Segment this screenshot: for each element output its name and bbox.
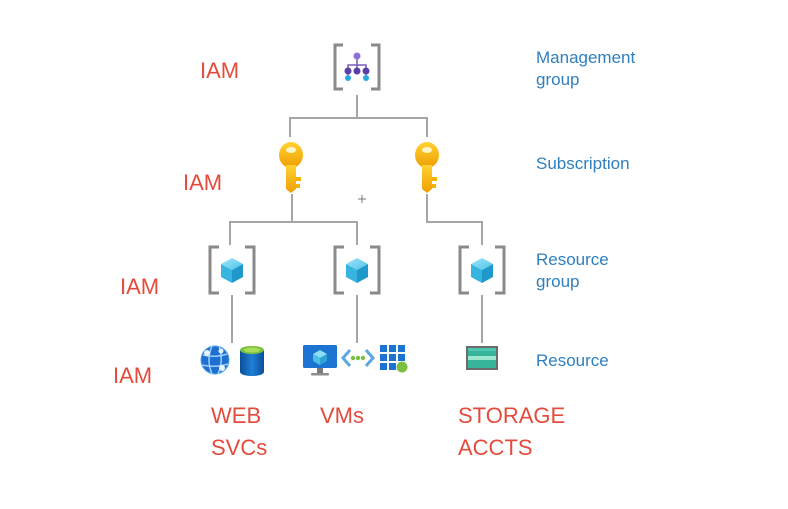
level-label-subscription: Subscription <box>536 154 630 173</box>
iam-label-subscription: IAM <box>183 170 223 195</box>
resource-group-icon-3 <box>458 245 506 295</box>
storage-account-icon <box>466 346 498 370</box>
level-label-resource-group-line2: group <box>536 272 580 291</box>
iam-label-resource-group: IAM <box>120 274 160 299</box>
category-vms: VMs <box>320 403 364 428</box>
category-web-line2: SVCs <box>211 435 268 460</box>
level-label-resource-group: Resource group <box>536 249 609 293</box>
iam-label-management: IAM <box>200 58 240 83</box>
resource-group-icon-1 <box>208 245 256 295</box>
connector-lines <box>229 95 483 343</box>
subscription-key-icon-2 <box>415 142 439 193</box>
sql-database-icon <box>240 346 264 376</box>
resource-group-icon-2 <box>333 245 381 295</box>
connector-mg-to-subscriptions <box>289 95 428 137</box>
category-storage-line2: ACCTS <box>458 435 533 460</box>
level-label-resource: Resource <box>536 351 609 370</box>
crosshair-icon <box>358 195 366 203</box>
category-storage-accounts: STORAGE ACCTS <box>458 400 565 464</box>
level-label-management-group-line2: group <box>536 70 580 89</box>
connector-sub1-to-rgs <box>229 194 358 245</box>
subscription-key-icon-1 <box>279 142 303 193</box>
category-web-services: WEB SVCs <box>211 400 267 464</box>
management-group-icon <box>333 43 381 91</box>
level-label-management-group-line1: Management <box>536 48 636 67</box>
level-label-management-group: Management group <box>536 47 635 91</box>
virtual-network-icon <box>341 349 375 367</box>
category-web-line1: WEB <box>211 403 262 428</box>
iam-label-resource: IAM <box>113 363 153 388</box>
level-label-resource-group-line1: Resource <box>536 250 609 269</box>
connector-sub2-to-rg <box>426 194 483 245</box>
web-app-globe-icon <box>200 345 230 375</box>
category-storage-line1: STORAGE <box>458 403 566 428</box>
virtual-machine-icon <box>303 345 337 376</box>
vm-scale-set-icon <box>380 345 408 373</box>
